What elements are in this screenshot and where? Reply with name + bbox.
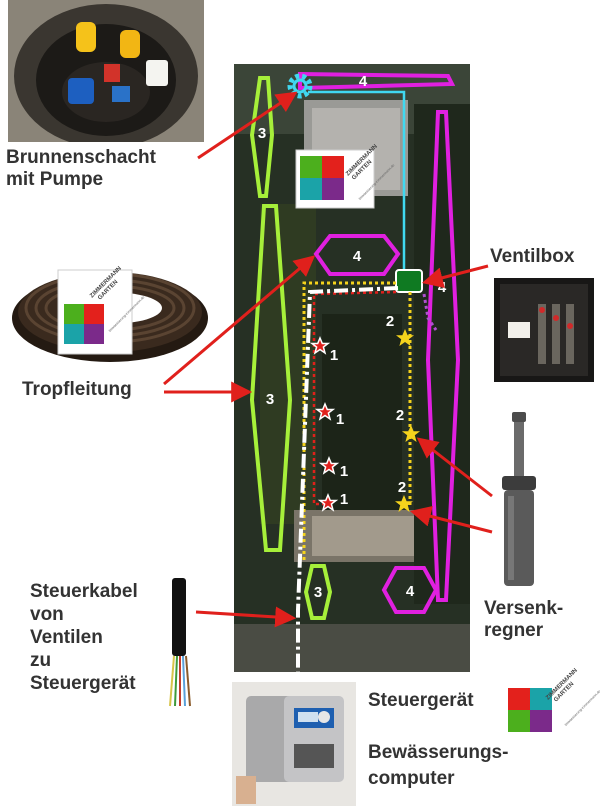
zone-3-big-label: 3: [266, 391, 274, 408]
popup-sprinkler-photo: [496, 408, 542, 588]
brand-logo-controller: ZIMMERMANN GARTEN bewaesserung-zimmerman…: [504, 668, 600, 734]
brand-logo-coil: ZIMMERMANN GARTEN bewaesserung-zimmerman…: [57, 266, 145, 355]
arrow-tropf-to-zone4: [163, 255, 316, 386]
zone-4-mid: [313, 234, 401, 276]
label-versenkregner: Versenk- regner: [484, 598, 564, 641]
zone-4-feed-line: [422, 293, 438, 331]
zone-3-top: [249, 76, 275, 198]
zone-1-star-icon-b: [314, 402, 336, 421]
arrow-versenk-a: [416, 437, 493, 498]
label-ventilbox: Ventilbox: [490, 246, 575, 267]
pump-gear-icon: [287, 73, 313, 99]
arrow-brunnen-to-pump: [197, 91, 298, 160]
zone-1-line: [312, 290, 397, 506]
zone-3-small-label: 3: [314, 584, 322, 601]
arrow-cable: [195, 606, 297, 628]
zone-1-label-d: 1: [340, 491, 348, 508]
label-steuergeraet: Steuergerät: [368, 690, 474, 711]
zone-2-label-c: 2: [398, 479, 406, 496]
zone-1-star-icon-a: [309, 336, 331, 355]
zone-4-bottom: [381, 566, 439, 614]
zone-3-small: [303, 564, 333, 620]
zone-1-star-icon-c: [318, 456, 340, 475]
zone-1-label-c: 1: [340, 463, 348, 480]
zone-2-star-icon-b: [402, 425, 420, 442]
zone-1-label-a: 1: [330, 347, 338, 364]
water-supply-line: [308, 90, 406, 272]
valve-box-photo: [494, 278, 594, 382]
zone-3-top-label: 3: [258, 125, 266, 142]
label-steuerkabel: Steuerkabel von Ventilen zu Steuergerät: [30, 581, 138, 694]
zone-2-star-icon-a: [396, 329, 414, 346]
zone-4-mid-label: 4: [353, 248, 362, 265]
zone-4-areas: [298, 71, 461, 614]
zone-2-star-icon-c: [395, 495, 413, 512]
control-cable-photo: [164, 578, 194, 708]
zone-1-star-icon-d: [317, 493, 339, 512]
zone-1-label-b: 1: [336, 411, 344, 428]
label-tropfleitung: Tropfleitung: [22, 379, 132, 400]
zone-2-label-b: 2: [396, 407, 404, 424]
irrigation-controller-photo: [232, 682, 356, 806]
arrow-ventilbox: [421, 264, 489, 288]
well-shaft-photo: [8, 0, 204, 142]
zone-4-bottom-label: 4: [406, 583, 415, 600]
arrow-versenk-b: [409, 506, 493, 534]
zone-4-top: [298, 71, 456, 91]
zone-4-top-label: 4: [359, 73, 368, 90]
label-brunnenschacht: Brunnenschacht mit Pumpe: [6, 147, 156, 190]
label-bewaesserungscomputer: Bewässerungs- computer: [368, 742, 509, 789]
zone-4-right: [425, 110, 461, 602]
zone-2-label-a: 2: [386, 313, 394, 330]
control-cable-line: [296, 286, 399, 672]
